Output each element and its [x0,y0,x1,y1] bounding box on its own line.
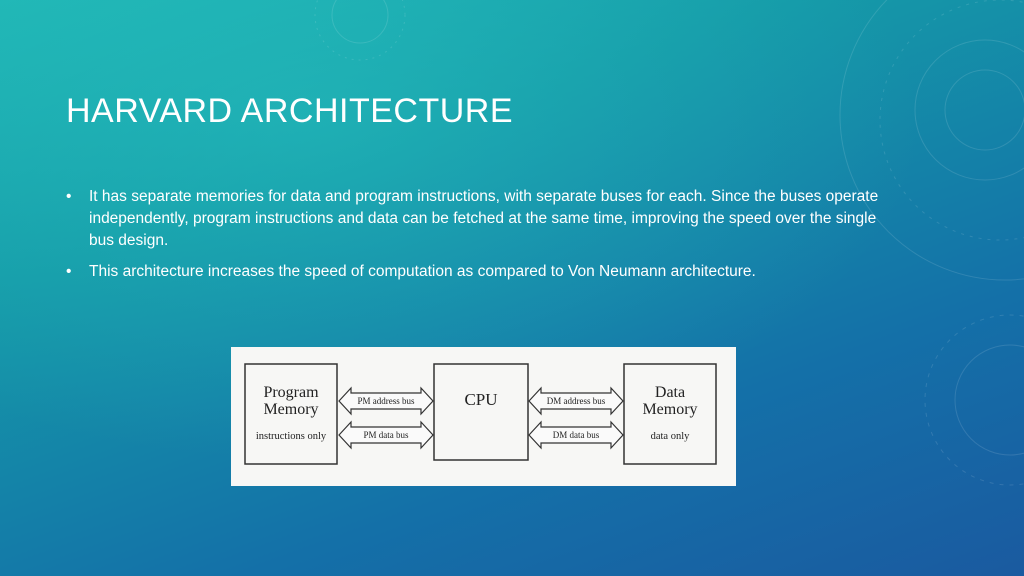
program-memory-title-2: Memory [263,401,318,418]
data-memory-title-1: Data [655,384,685,401]
pm-address-bus-label: PM address bus [357,396,414,406]
program-memory-title-1: Program [263,384,319,401]
bullet-icon: • [66,188,72,205]
data-memory-title-2: Memory [642,401,697,418]
pm-data-bus-label: PM data bus [364,430,409,440]
bullet-list: • It has separate memories for data and … [66,186,886,292]
dm-data-bus-label: DM data bus [553,430,600,440]
data-memory-subtitle: data only [651,431,691,442]
bullet-text: This architecture increases the speed of… [89,263,756,280]
slide-title: HARVARD ARCHITECTURE [66,92,514,130]
cpu-box [433,363,529,461]
dm-address-bus-arrow [528,386,624,416]
bullet-item: • It has separate memories for data and … [66,186,886,252]
pm-data-bus-arrow [338,420,434,450]
cpu-label: CPU [464,390,497,409]
bullet-icon: • [66,263,72,280]
bullet-text: It has separate memories for data and pr… [89,188,879,249]
data-memory-box [623,363,717,465]
pm-address-bus-arrow [338,386,434,416]
harvard-diagram: Program Memory instructions only CPU Dat… [231,347,736,486]
dm-data-bus-arrow [528,420,624,450]
program-memory-box [244,363,338,465]
program-memory-subtitle: instructions only [256,431,327,442]
dm-address-bus-label: DM address bus [547,396,606,406]
bullet-item: • This architecture increases the speed … [66,261,886,283]
